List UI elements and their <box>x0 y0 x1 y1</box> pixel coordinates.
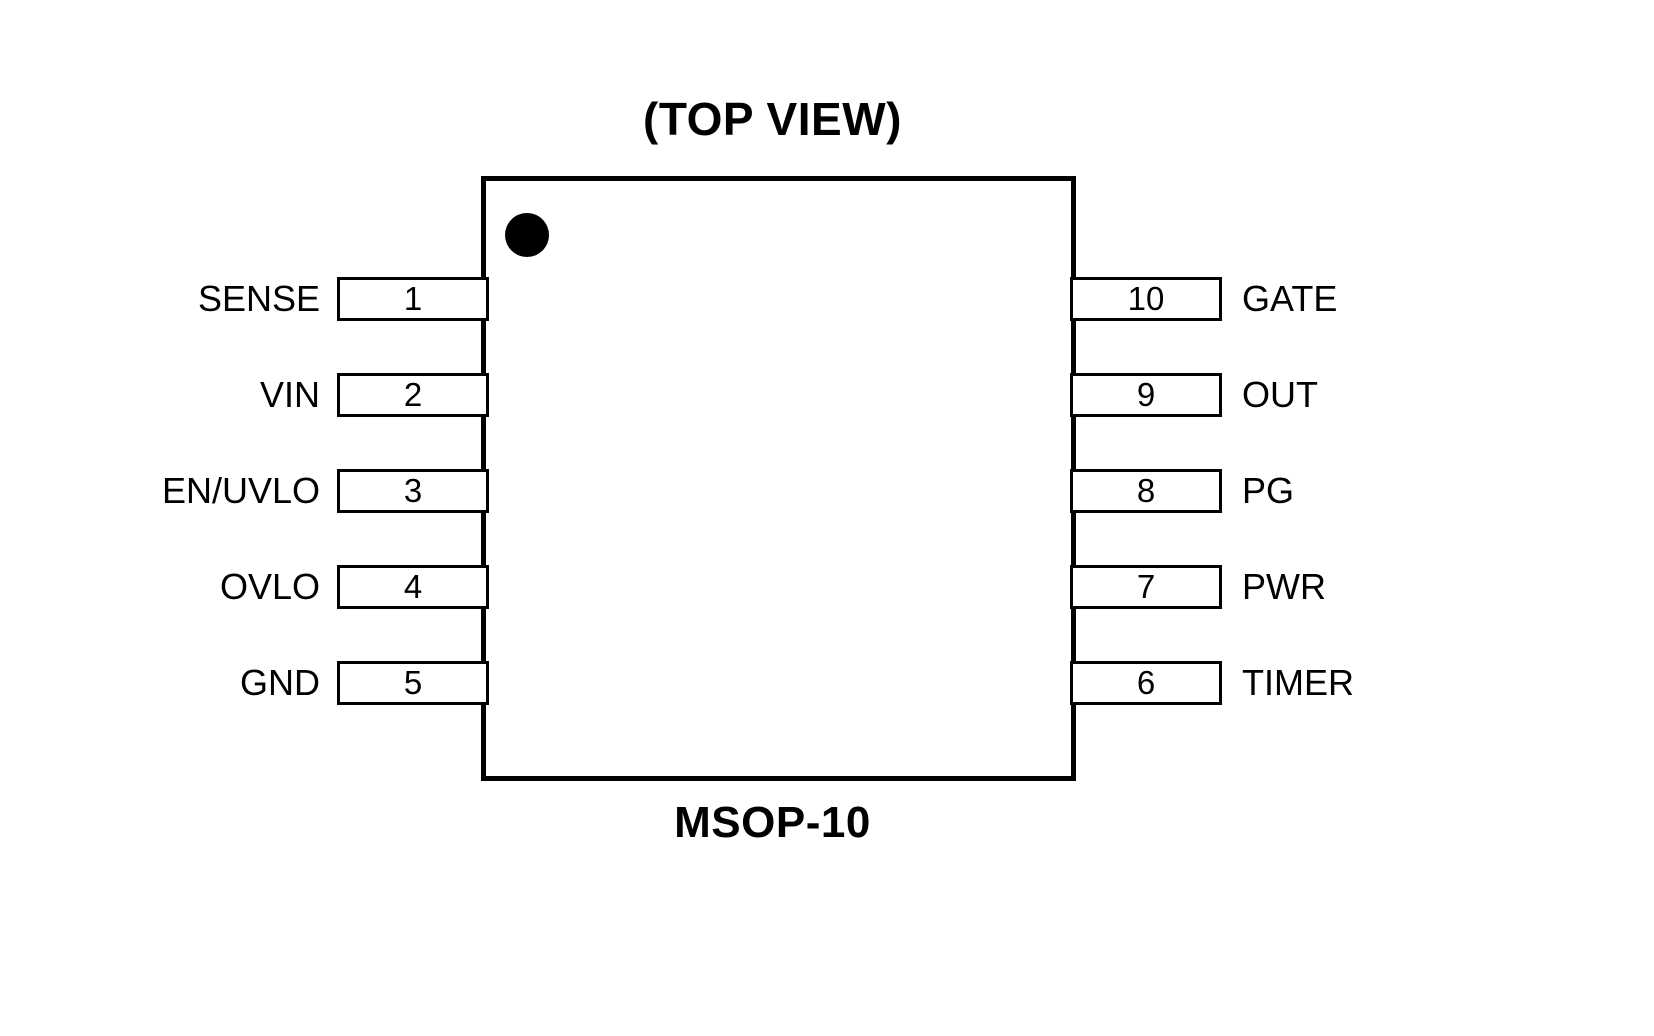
pin-number: 5 <box>403 663 423 701</box>
pin-box-right-10: 10 <box>1070 277 1222 321</box>
pin-box-right-7: 7 <box>1070 565 1222 609</box>
pin-label-out: OUT <box>1242 374 1318 415</box>
pin-number: 10 <box>1127 279 1165 317</box>
pin-number: 2 <box>403 375 423 413</box>
pin-label-sense: SENSE <box>197 278 320 319</box>
pin-number: 8 <box>1136 471 1156 509</box>
pin-number: 9 <box>1136 375 1156 413</box>
pin-box-left-1: 1 <box>337 277 489 321</box>
pin-label-en-uvlo: EN/UVLO <box>161 470 320 511</box>
pin-box-left-2: 2 <box>337 373 489 417</box>
pin-label-gate: GATE <box>1242 278 1338 319</box>
pin-number: 3 <box>403 471 423 509</box>
pin-box-right-6: 6 <box>1070 661 1222 705</box>
pin-number: 1 <box>403 279 423 317</box>
package-body-outline <box>481 176 1076 781</box>
pin-number: 4 <box>403 567 423 605</box>
package-caption: MSOP-10 <box>674 798 871 847</box>
pin-label-vin: VIN <box>259 374 320 415</box>
pin-box-right-9: 9 <box>1070 373 1222 417</box>
pin1-polarity-dot-icon <box>505 213 549 257</box>
pin-number: 7 <box>1136 567 1156 605</box>
pin-label-pg: PG <box>1242 470 1295 511</box>
pin-label-gnd: GND <box>240 662 320 703</box>
diagram-title: (TOP VIEW) <box>643 93 902 145</box>
pin-number: 6 <box>1136 663 1156 701</box>
pin-label-timer: TIMER <box>1242 662 1354 703</box>
pin-box-left-3: 3 <box>337 469 489 513</box>
pin-box-right-8: 8 <box>1070 469 1222 513</box>
pin-box-left-5: 5 <box>337 661 489 705</box>
pin-label-ovlo: OVLO <box>219 566 320 607</box>
pin-label-pwr: PWR <box>1242 566 1326 607</box>
pin-box-left-4: 4 <box>337 565 489 609</box>
